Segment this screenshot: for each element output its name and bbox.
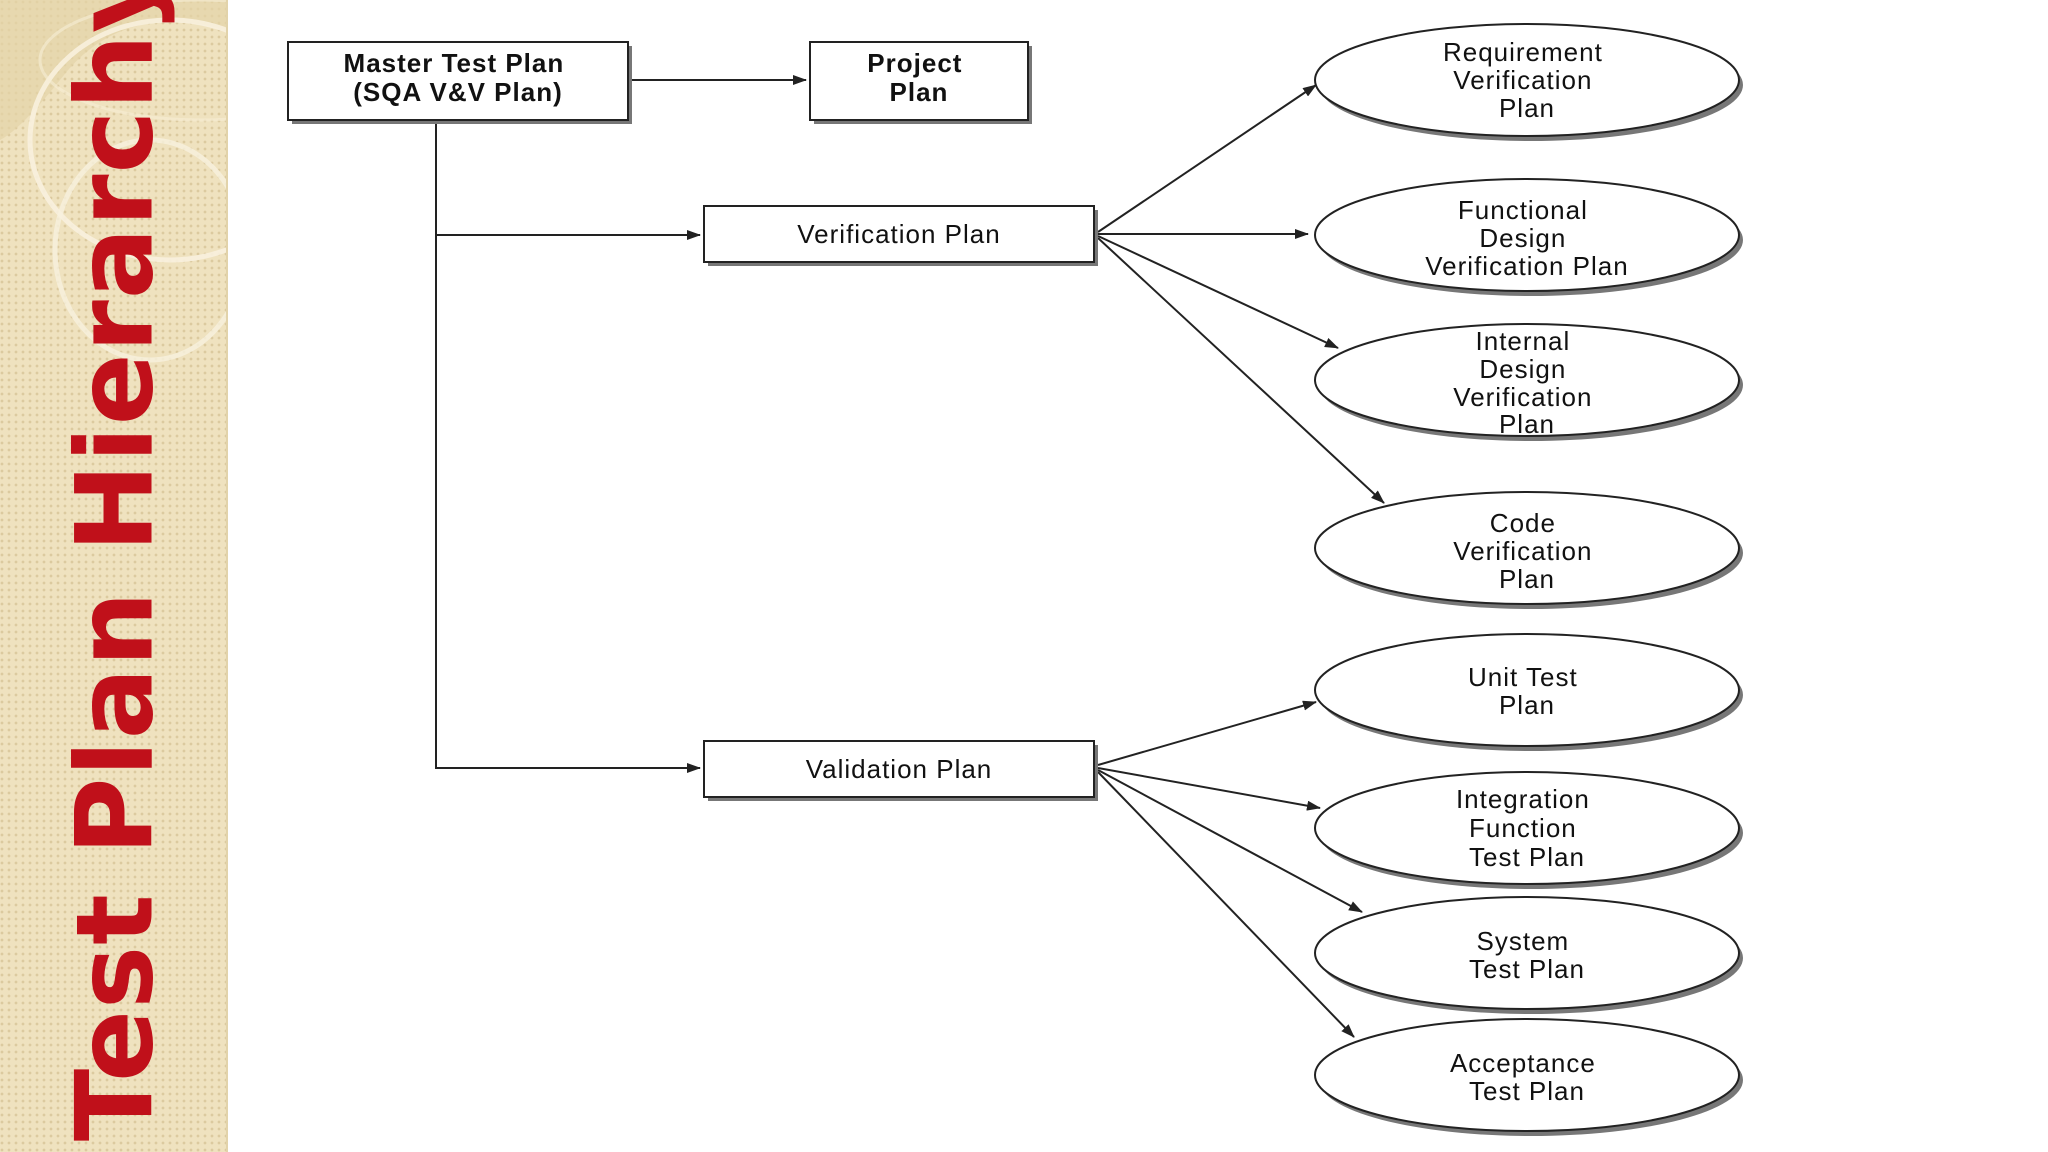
node-functional-line-2: Design <box>1479 223 1566 253</box>
test-plan-diagram: Master Test Plan (SQA V&V Plan) Project … <box>287 23 1743 1136</box>
node-functional-line-1: Functional <box>1458 195 1588 225</box>
node-code-line-1: Code <box>1490 508 1556 538</box>
node-project-line-1: Project <box>867 48 962 78</box>
slide-title: Test Plan Hierarchy <box>53 0 177 1142</box>
edge-validation-integration <box>1097 767 1321 811</box>
node-code-line-3: Plan <box>1499 564 1555 594</box>
svg-text:Unit Test Plan: Unit Test Plan <box>1468 662 1586 720</box>
node-validation-line-1: Validation Plan <box>806 754 993 784</box>
node-master-line-2: (SQA V&V Plan) <box>353 77 563 107</box>
node-internal-line-3: Verification <box>1453 382 1592 412</box>
node-system: System Test Plan <box>1314 896 1743 1014</box>
node-acceptance-line-1: Acceptance <box>1450 1048 1596 1078</box>
node-verification-line-1: Verification Plan <box>797 219 1000 249</box>
edge-validation-system <box>1097 769 1363 913</box>
node-unit: Unit Test Plan <box>1314 633 1743 751</box>
node-internal-line-2: Design <box>1479 354 1566 384</box>
edge-validation-acceptance <box>1097 771 1355 1038</box>
node-code: Code Verification Plan <box>1314 491 1743 609</box>
node-requirement-line-1: Requirement <box>1443 37 1603 67</box>
svg-text:System Test Plan: System Test Plan <box>1469 926 1585 984</box>
node-integration: Integration Function Test Plan <box>1314 771 1743 889</box>
node-integration-line-1: Integration <box>1456 784 1590 814</box>
svg-text:Internal Design Ve: Internal Design Verification Plan <box>1453 326 1600 439</box>
node-project: Project Plan <box>809 41 1032 124</box>
node-project-line-2: Plan <box>890 77 949 107</box>
node-requirement-line-3: Plan <box>1499 93 1555 123</box>
node-unit-line-2: Plan <box>1499 690 1555 720</box>
node-integration-line-2: Function <box>1469 813 1577 843</box>
node-unit-line-1: Unit Test <box>1468 662 1578 692</box>
svg-text:Integration Function: Integration Function Test Plan <box>1456 784 1598 872</box>
side-panel: Test Plan Hierarchy <box>0 0 228 1152</box>
node-requirement: Requirement Verification Plan <box>1314 23 1743 141</box>
edge-verification-internal <box>1097 235 1339 349</box>
node-system-line-2: Test Plan <box>1469 954 1585 984</box>
node-internal: Internal Design Verification Plan <box>1314 323 1743 441</box>
edge-master-validation <box>435 235 701 773</box>
svg-text:Verification Plan: Verification Plan <box>797 219 1000 249</box>
node-acceptance-line-2: Test Plan <box>1469 1076 1585 1106</box>
node-internal-line-4: Plan <box>1499 409 1555 439</box>
node-code-line-2: Verification <box>1453 536 1592 566</box>
node-requirement-line-2: Verification <box>1453 65 1592 95</box>
svg-text:Project Plan: Project Plan <box>867 48 970 107</box>
svg-text:Requirement Verification: Requirement Verification Plan <box>1443 37 1611 123</box>
node-integration-line-3: Test Plan <box>1469 842 1585 872</box>
edge-verification-requirement <box>1097 84 1317 233</box>
edge-validation-unit <box>1097 700 1317 766</box>
node-master-line-1: Master Test Plan <box>344 48 565 78</box>
node-acceptance: Acceptance Test Plan <box>1314 1018 1743 1136</box>
svg-text:Validation Plan: Validation Plan <box>806 754 993 784</box>
node-verification: Verification Plan <box>703 205 1098 266</box>
svg-text:Acceptance Test Plan: Acceptance Test Plan <box>1450 1048 1604 1106</box>
node-validation: Validation Plan <box>703 740 1098 801</box>
svg-text:Functional Design: Functional Design Verification Plan <box>1425 195 1628 281</box>
svg-text:Master Test Plan (SQA V&: Master Test Plan (SQA V&V Plan) <box>344 48 573 107</box>
node-master: Master Test Plan (SQA V&V Plan) <box>287 41 632 124</box>
edge-verification-code <box>1097 237 1385 504</box>
edge-master-verification <box>435 122 701 240</box>
node-functional: Functional Design Verification Plan <box>1314 178 1743 296</box>
node-system-line-1: System <box>1477 926 1570 956</box>
node-internal-line-1: Internal <box>1476 326 1571 356</box>
decorative-rings <box>0 0 226 363</box>
node-functional-line-3: Verification Plan <box>1425 251 1628 281</box>
svg-text:Code Verification: Code Verification Plan <box>1453 508 1600 594</box>
